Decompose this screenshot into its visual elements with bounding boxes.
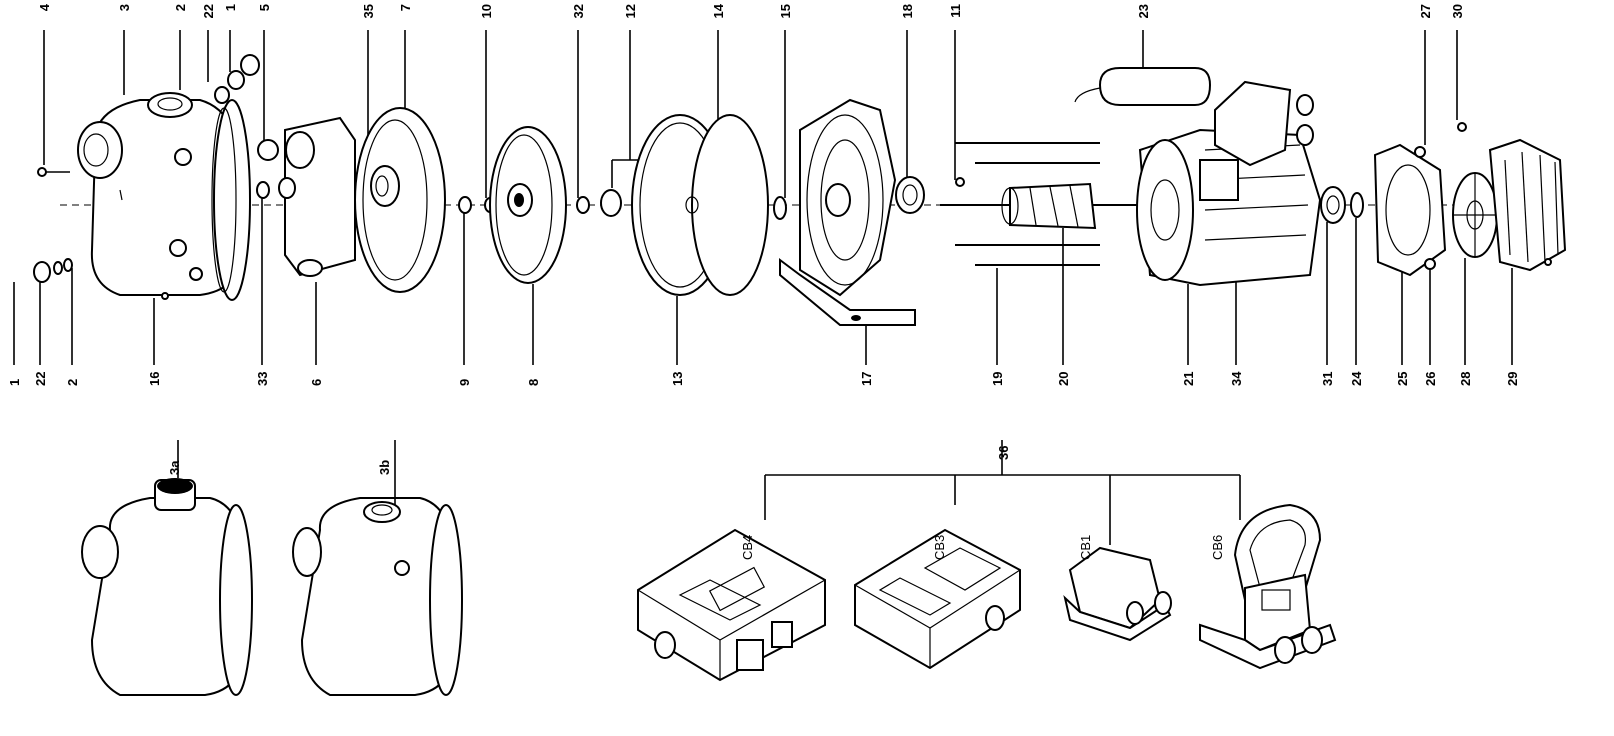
ejector-body xyxy=(256,116,356,277)
part-number-label: 25 xyxy=(1395,372,1410,386)
rear-bearing xyxy=(1320,186,1364,224)
casing-variant-3a xyxy=(81,440,253,696)
part-number-label: 6 xyxy=(309,379,324,386)
part-number-label: 2 xyxy=(173,4,188,11)
part-number-label: 29 xyxy=(1505,372,1520,386)
part-number-label: 3 xyxy=(117,4,132,11)
part-number-label: 13 xyxy=(670,372,685,386)
variant-labels: 3a 3b 36 CB4 CB3 CB1 CB6 xyxy=(167,446,1225,560)
part-number-label: 19 xyxy=(990,372,1005,386)
part-number-label: 20 xyxy=(1056,372,1071,386)
part-number-label: 22 xyxy=(201,4,216,18)
motor-flange xyxy=(779,98,916,326)
part-number-label: 27 xyxy=(1418,4,1433,18)
label-cb4: CB4 xyxy=(740,535,755,560)
front-bearing xyxy=(895,176,925,214)
part-number-label: 11 xyxy=(948,4,963,18)
priming-plug-set-top xyxy=(214,54,279,161)
label-36: 36 xyxy=(996,446,1011,460)
seal-plate xyxy=(354,107,446,293)
part-number-label: 18 xyxy=(900,4,915,18)
part-number-label: 26 xyxy=(1423,372,1438,386)
label-cb1: CB1 xyxy=(1078,535,1093,560)
part-number-label: 35 xyxy=(361,4,376,18)
part-number-label: 12 xyxy=(623,4,638,18)
impeller xyxy=(489,126,567,284)
part-number-label: 16 xyxy=(147,372,162,386)
part-number-label: 2 xyxy=(65,379,80,386)
part-number-label: 14 xyxy=(711,3,726,18)
tie-rods xyxy=(955,142,1100,266)
label-3a: 3a xyxy=(167,460,182,475)
capacitor xyxy=(1074,67,1212,106)
part-number-label: 1 xyxy=(7,379,22,386)
rotor-shaft xyxy=(940,177,1160,230)
part-number-label: 22 xyxy=(33,372,48,386)
label-cb3: CB3 xyxy=(932,535,947,560)
fan-cover xyxy=(1488,138,1567,272)
part-number-label: 10 xyxy=(479,4,494,18)
control-box-cb6 xyxy=(1199,503,1337,670)
part-number-label: 28 xyxy=(1458,372,1473,386)
part-number-label: 8 xyxy=(526,379,541,386)
pump-casing xyxy=(77,92,251,301)
rear-shield xyxy=(1373,122,1467,277)
part-number-label: 31 xyxy=(1320,372,1335,386)
part-number-label: 7 xyxy=(398,4,413,11)
casing-variant-3b xyxy=(292,440,463,696)
control-box-cb4 xyxy=(637,528,826,682)
control-box-cb1 xyxy=(1063,546,1172,642)
shaft-seal-ring xyxy=(773,196,787,220)
part-number-label: 21 xyxy=(1181,372,1196,386)
part-number-label: 24 xyxy=(1349,371,1364,386)
drain-plug-set-left xyxy=(33,167,169,300)
label-3b: 3b xyxy=(377,460,392,475)
motor-bracket-ring xyxy=(631,114,769,296)
part-number-label: 23 xyxy=(1136,4,1151,18)
part-number-label: 9 xyxy=(457,379,472,386)
motor-stator xyxy=(1136,128,1322,287)
part-number-label: 34 xyxy=(1229,371,1244,386)
part-number-label: 33 xyxy=(255,372,270,386)
part-number-label: 32 xyxy=(571,4,586,18)
control-box-group-bracket xyxy=(764,440,1241,545)
control-box-cb3 xyxy=(854,528,1021,670)
part-number-label: 4 xyxy=(37,3,52,11)
part-number-label: 5 xyxy=(257,4,272,11)
terminal-box xyxy=(1214,80,1314,167)
label-cb6: CB6 xyxy=(1210,535,1225,560)
part-number-label: 17 xyxy=(859,372,874,386)
part-number-label: 15 xyxy=(778,4,793,18)
cooling-fan xyxy=(1452,172,1498,258)
part-number-label: 1 xyxy=(223,4,238,11)
part-number-label: 30 xyxy=(1450,4,1465,18)
